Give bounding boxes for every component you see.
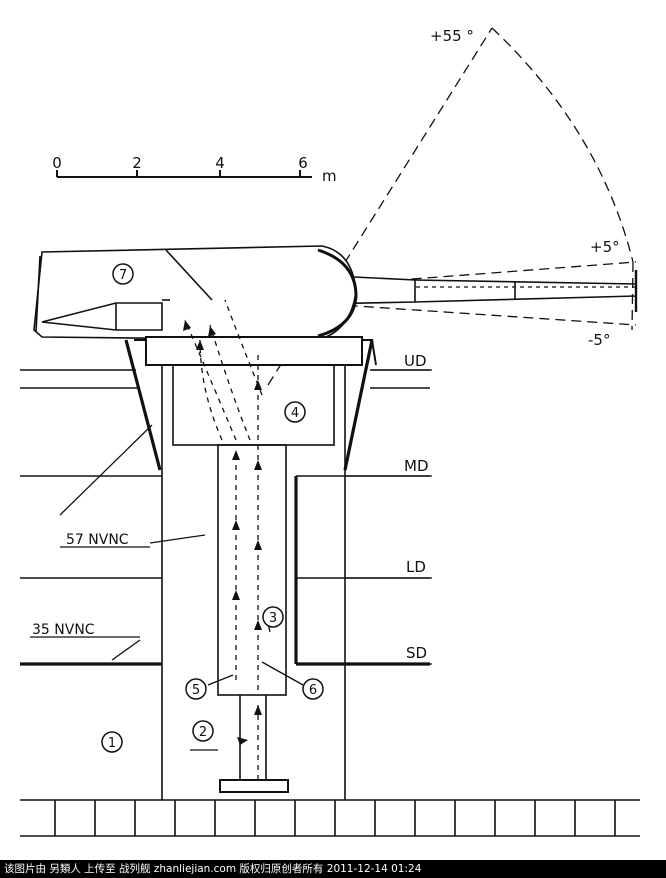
barbette bbox=[124, 339, 374, 800]
scale-bar bbox=[56, 170, 312, 178]
callout-5: 5 bbox=[192, 683, 200, 698]
elevation-lower-label: -5° bbox=[588, 331, 610, 349]
turret-housing bbox=[33, 245, 358, 341]
armor-label-belt: 57 NVNC bbox=[66, 532, 129, 548]
deck-label-sd: SD bbox=[406, 644, 427, 662]
callout-3: 3 bbox=[269, 611, 277, 626]
deck-label-md: MD bbox=[404, 457, 429, 475]
callout-circles bbox=[101, 263, 324, 753]
scale-tick-4: 4 bbox=[215, 154, 225, 172]
turret-cross-section-drawing: 0 2 4 6 m +55 ° +5° -5° UD MD LD SD 57 N… bbox=[20, 27, 640, 837]
callout-2: 2 bbox=[199, 725, 207, 740]
callout-4: 4 bbox=[291, 406, 299, 421]
working-chamber bbox=[172, 364, 335, 446]
scale-tick-0: 0 bbox=[52, 154, 62, 172]
arrow-heads bbox=[183, 320, 262, 745]
deck-label-ud: UD bbox=[404, 352, 427, 370]
ammunition-flow-arrows bbox=[184, 299, 263, 780]
scale-unit: m bbox=[322, 167, 337, 185]
deck-label-ld: LD bbox=[406, 558, 426, 576]
deck-label-rules bbox=[30, 369, 432, 665]
callout-1: 1 bbox=[108, 736, 116, 751]
elevation-upper-label: +5° bbox=[590, 238, 620, 256]
watermark-footer: 该图片由 另類人 上传至 战列舰 zhanliejian.com 版权归原创者所… bbox=[0, 860, 666, 878]
hull-bottom bbox=[20, 799, 640, 837]
elevation-max-label: +55 ° bbox=[430, 27, 474, 45]
callout-7: 7 bbox=[119, 268, 127, 283]
ammunition-trunk bbox=[217, 444, 289, 793]
turret-platform bbox=[134, 336, 377, 366]
leader-lines bbox=[59, 424, 304, 751]
callout-6: 6 bbox=[309, 683, 317, 698]
text-labels: 0 2 4 6 m +55 ° +5° -5° UD MD LD SD 57 N… bbox=[32, 27, 620, 751]
armor-label-deck: 35 NVNC bbox=[32, 622, 95, 638]
scale-tick-6: 6 bbox=[298, 154, 308, 172]
scale-tick-2: 2 bbox=[132, 154, 142, 172]
